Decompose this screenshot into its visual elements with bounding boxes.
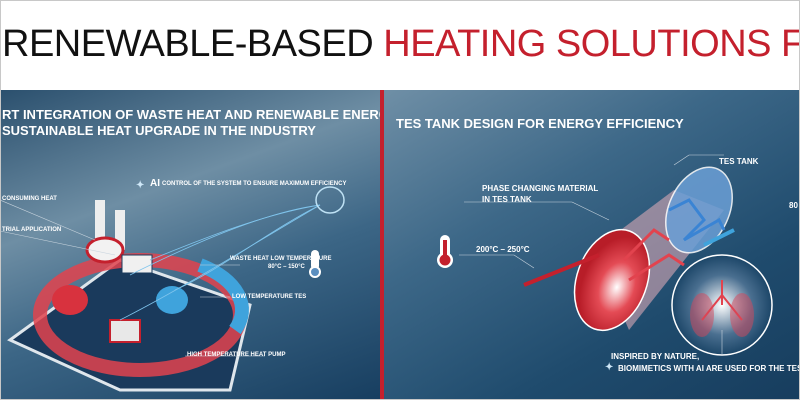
ai-sparkle-icon: ✦ <box>136 180 145 191</box>
pcm-label-line2: IN TES TANK <box>482 195 532 204</box>
leader-lines <box>0 199 265 357</box>
factory-building <box>121 254 153 274</box>
consuming-heat-label: CONSUMING HEAT <box>2 196 57 202</box>
hot-outlet-pipe <box>523 253 600 287</box>
leader-lines <box>459 154 724 355</box>
thermometer-icon <box>311 250 319 270</box>
industrial-application-label: TRIAL APPLICATION <box>2 227 62 233</box>
industrial-system-illustration <box>0 186 345 392</box>
panel-title: TES TANK DESIGN FOR ENERGY EFFICIENCY <box>396 116 684 131</box>
heat-pump-label: HIGH TEMPERATURE HEAT PUMP <box>187 352 286 358</box>
tes-tank-label: TES TANK <box>719 157 759 166</box>
low-temp-tes-label: LOW TEMPERATURE TES <box>232 294 307 300</box>
title-dark: RENEWABLE-BASED <box>2 23 374 65</box>
tes-tank-illustration <box>437 154 773 356</box>
pcm-label-line1: PHASE CHANGING MATERIAL <box>482 184 599 193</box>
pcm-red-pipes <box>622 228 685 282</box>
factory-tank <box>85 236 125 264</box>
waste-heat-integration-panel: RT INTEGRATION OF WASTE HEAT AND RENEWAB… <box>0 90 380 400</box>
high-temp-tes-tank <box>52 285 88 315</box>
waste-heat-temp: 80°C – 150°C <box>268 264 305 270</box>
panel-title-line1: RT INTEGRATION OF WASTE HEAT AND RENEWAB… <box>2 107 380 122</box>
nature-label-line1: INSPIRED BY NATURE, <box>611 352 700 361</box>
page-title: RENEWABLE-BASED HEATING SOLUTIONS FOR IN <box>2 22 800 66</box>
brain-icon <box>315 186 345 214</box>
nature-label-line2: BIOMIMETICS WITH AI ARE USED FOR THE TES <box>618 364 800 373</box>
header: RENEWABLE-BASED HEATING SOLUTIONS FOR IN <box>0 0 800 90</box>
waste-heat-label: WASTE HEAT LOW TEMPERATURE <box>230 256 332 262</box>
panel-divider <box>380 90 384 400</box>
low-temp-tes-tank <box>156 286 188 314</box>
blue-flow-arrow <box>197 258 249 335</box>
chimney <box>95 200 105 245</box>
heat-pump <box>109 319 141 343</box>
tes-tank-panel: TES TANK DESIGN FOR ENERGY EFFICIENCY TE… <box>384 90 800 400</box>
ai-sparkle-icon: ✦ <box>605 362 614 373</box>
title-red: HEATING SOLUTIONS FOR IN <box>383 23 800 65</box>
tank-cold-end <box>665 166 733 254</box>
ai-badge: AI <box>150 178 160 189</box>
pcm-blue-pipes <box>668 198 726 242</box>
chimney <box>115 210 125 250</box>
ai-connection-lines <box>119 204 321 321</box>
temperature-range-label: 200°C – 250°C <box>476 245 530 254</box>
cold-inlet-pipe <box>703 228 735 247</box>
cold-temp-label: 80 <box>789 201 798 210</box>
ai-control-label: CONTROL OF THE SYSTEM TO ENSURE MAXIMUM … <box>162 181 347 187</box>
panel-title-line2: SUSTAINABLE HEAT UPGRADE IN THE INDUSTRY <box>2 123 316 138</box>
